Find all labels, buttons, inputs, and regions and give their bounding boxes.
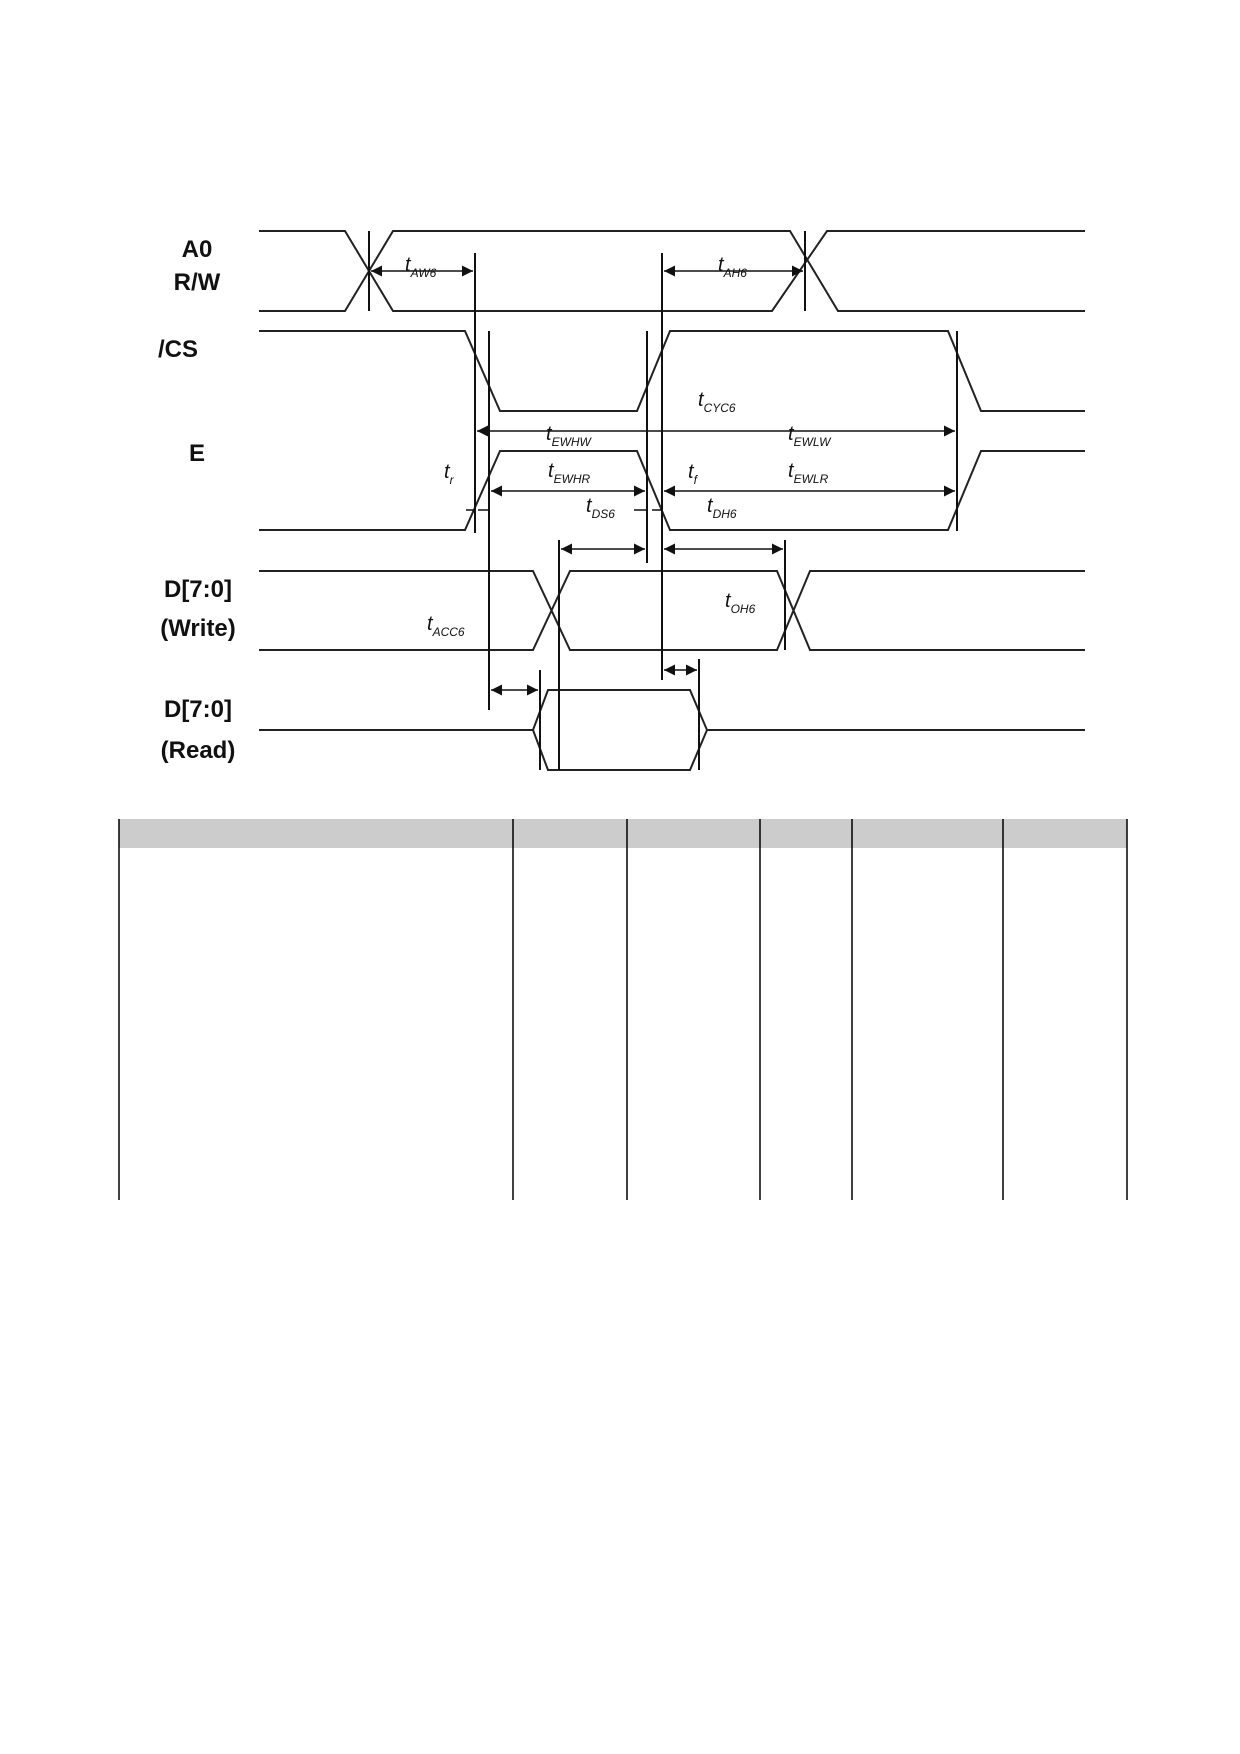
label-tewhr: tEWHR <box>548 460 591 486</box>
label-cs: /CS <box>158 336 198 363</box>
label-a0: A0 <box>182 236 213 263</box>
label-read: (Read) <box>161 737 236 764</box>
waveform-e <box>259 450 1085 531</box>
label-taw6: tAW6 <box>405 254 437 280</box>
waveform-a0-rw <box>259 230 1085 312</box>
label-d-write: D[7:0] <box>164 576 232 603</box>
reference-lines <box>368 231 958 770</box>
label-tf: tf <box>688 461 699 487</box>
label-tewlw: tEWLW <box>788 423 832 449</box>
label-tdh6: tDH6 <box>707 495 737 521</box>
waveform-d-read <box>259 689 1085 771</box>
label-e: E <box>189 440 205 467</box>
label-write: (Write) <box>160 615 236 642</box>
label-tds6: tDS6 <box>586 495 615 521</box>
waveform-cs <box>259 330 1085 412</box>
label-toh6: tOH6 <box>725 590 756 616</box>
label-tacc6: tACC6 <box>427 613 465 639</box>
label-tah6: tAH6 <box>718 254 747 280</box>
label-tr: tr <box>444 461 455 487</box>
label-tewlr: tEWLR <box>788 460 829 486</box>
waveform-d-write <box>259 570 1085 651</box>
label-tewhw: tEWHW <box>546 423 593 449</box>
table-header <box>119 819 1127 848</box>
label-tcyc6: tCYC6 <box>698 389 736 415</box>
timing-arrows <box>371 265 955 696</box>
label-rw: R/W <box>174 269 221 296</box>
label-d-read: D[7:0] <box>164 696 232 723</box>
timing-table <box>118 819 1128 1200</box>
